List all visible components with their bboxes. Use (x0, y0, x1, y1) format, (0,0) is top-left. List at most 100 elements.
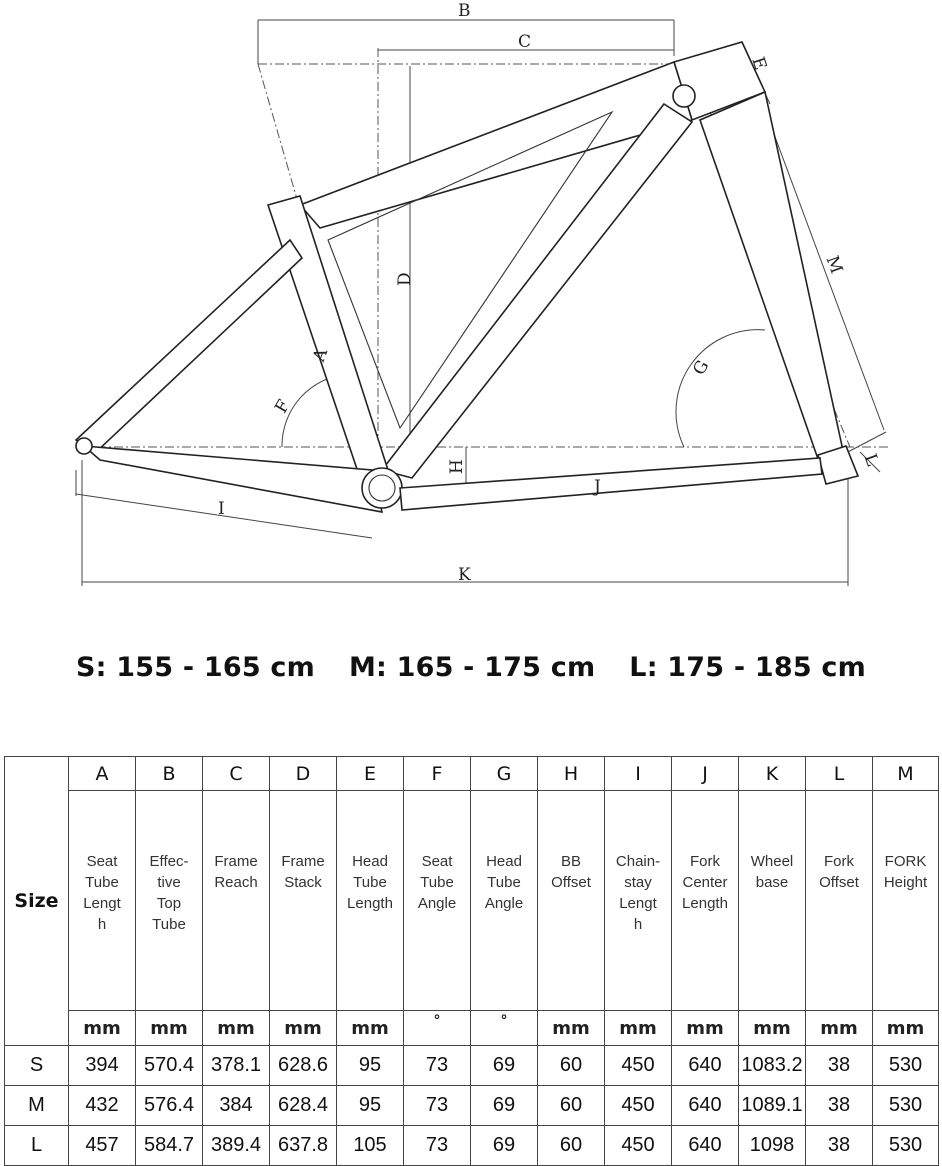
row-size-label: S (4, 1045, 69, 1086)
column-name: Head Tube Angle (470, 790, 538, 1011)
table-cell: 38 (805, 1085, 873, 1126)
table-cell: 628.6 (269, 1045, 337, 1086)
column-name: Fork Center Length (671, 790, 739, 1011)
row-size-label: L (4, 1125, 69, 1166)
table-cell: 38 (805, 1125, 873, 1166)
column-letter: J (671, 756, 739, 791)
rear-dropout (75, 437, 93, 455)
table-cell: 640 (671, 1125, 739, 1166)
column-unit: mm (202, 1010, 270, 1046)
column-name: Chain- stay Lengt h (604, 790, 672, 1011)
size-m-range: M: 165 - 175 cm (348, 652, 596, 683)
table-cell: 530 (872, 1125, 939, 1166)
label-k: K (458, 565, 471, 585)
table-cell: 73 (403, 1085, 471, 1126)
column-name: Frame Stack (269, 790, 337, 1011)
column-unit: mm (135, 1010, 203, 1046)
table-cell: 105 (336, 1125, 404, 1166)
dimension-b (257, 19, 675, 64)
table-cell: 628.4 (269, 1085, 337, 1126)
column-letter: K (738, 756, 806, 791)
fork (698, 90, 843, 485)
table-cell: 95 (336, 1045, 404, 1086)
column-unit: mm (269, 1010, 337, 1046)
label-i: I (218, 499, 225, 519)
column-letter: A (68, 756, 136, 791)
table-cell: 69 (470, 1045, 538, 1086)
fork-dropout (817, 445, 860, 485)
size-s-range: S: 155 - 165 cm (76, 652, 315, 683)
column-name: Wheel base (738, 790, 806, 1011)
dimension-i (75, 470, 373, 539)
column-name: Head Tube Length (336, 790, 404, 1011)
table-cell: 60 (537, 1045, 605, 1086)
table-cell: 457 (68, 1125, 136, 1166)
column-letter: L (805, 756, 873, 791)
dimension-l (859, 451, 881, 473)
head-tube-angle-arc (675, 329, 766, 448)
table-cell: 584.7 (135, 1125, 203, 1166)
table-row: M 432 576.4 384 628.4 95 73 69 60 450 64… (4, 1085, 939, 1126)
table-cell: 450 (604, 1085, 672, 1126)
headset (672, 84, 696, 108)
table-cell: 1083.2 (738, 1045, 806, 1086)
table-cell: 432 (68, 1085, 136, 1126)
label-e: E (747, 55, 770, 73)
table-cell: 384 (202, 1085, 270, 1126)
table-cell: 530 (872, 1085, 939, 1126)
table-row: S 394 570.4 378.1 628.6 95 73 69 60 450 … (4, 1045, 939, 1086)
size-l-range: L: 175 - 185 cm (629, 652, 866, 683)
table-cell: 95 (336, 1085, 404, 1126)
column-unit: mm (336, 1010, 404, 1046)
seat-tube (266, 195, 390, 479)
column-unit: ° (470, 1010, 538, 1046)
column-letter: M (872, 756, 939, 791)
seat-stay (74, 238, 304, 456)
table-cell: 450 (604, 1045, 672, 1086)
table-cell: 637.8 (269, 1125, 337, 1166)
label-c: C (518, 32, 531, 52)
column-name: BB Offset (537, 790, 605, 1011)
column-unit: ° (403, 1010, 471, 1046)
label-m: M (822, 253, 847, 276)
column-unit: mm (68, 1010, 136, 1046)
column-unit: mm (537, 1010, 605, 1046)
rider-height-ranges: S: 155 - 165 cm M: 165 - 175 cm L: 175 -… (0, 652, 942, 696)
bike-frame (74, 41, 860, 514)
size-header: Size (4, 756, 69, 1046)
table-cell: 394 (68, 1045, 136, 1086)
bottom-bracket (361, 467, 403, 509)
column-letter: F (403, 756, 471, 791)
table-cell: 73 (403, 1045, 471, 1086)
label-l: L (860, 451, 883, 468)
front-triangle-inner (327, 110, 614, 430)
column-unit: mm (671, 1010, 739, 1046)
column-letter: E (336, 756, 404, 791)
table-cell: 570.4 (135, 1045, 203, 1086)
top-tube (298, 60, 694, 229)
table-cell: 576.4 (135, 1085, 203, 1126)
column-name: Seat Tube Lengt h (68, 790, 136, 1011)
table-row: L 457 584.7 389.4 637.8 105 73 69 60 450… (4, 1125, 939, 1166)
table-cell: 60 (537, 1125, 605, 1166)
table-cell: 378.1 (202, 1045, 270, 1086)
column-name: Seat Tube Angle (403, 790, 471, 1011)
geometry-table: Size A B C D E F G H I J K L M Seat Tube… (4, 756, 939, 1166)
table-cell: 69 (470, 1125, 538, 1166)
dimension-k (81, 460, 849, 586)
label-g: G (689, 357, 713, 379)
fork-center-reference (399, 457, 823, 511)
row-size-label: M (4, 1085, 69, 1126)
table-cell: 640 (671, 1085, 739, 1126)
column-name: Frame Reach (202, 790, 270, 1011)
column-unit: mm (738, 1010, 806, 1046)
column-name: Effec- tive Top Tube (135, 790, 203, 1011)
label-b: B (458, 1, 471, 21)
label-f: F (271, 396, 294, 416)
label-j: J (592, 477, 601, 497)
column-letter: H (537, 756, 605, 791)
table-cell: 1098 (738, 1125, 806, 1166)
chain-stay (81, 445, 384, 514)
table-cell: 69 (470, 1085, 538, 1126)
column-letter: C (202, 756, 270, 791)
